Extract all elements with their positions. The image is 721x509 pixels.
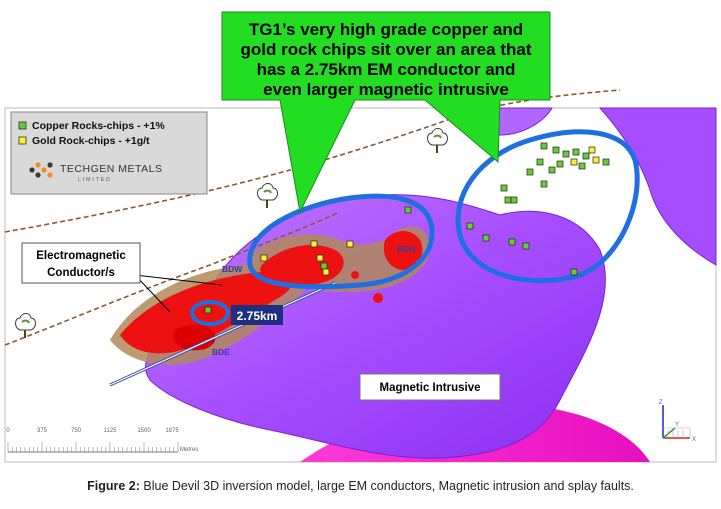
copper-rock-chip-marker xyxy=(570,268,578,276)
logo-subtitle: LIMITED xyxy=(78,177,112,183)
tree-icon xyxy=(427,128,448,153)
orientation-axes-icon xyxy=(662,405,691,439)
copper-rock-chip-marker xyxy=(482,234,490,242)
rock-chip-samples xyxy=(204,142,610,314)
legend-swatch-gold xyxy=(18,136,27,145)
gold-rock-chip-marker xyxy=(570,158,578,166)
label-bde: BDE xyxy=(212,347,230,357)
copper-rock-chip-marker xyxy=(552,146,560,154)
copper-rock-chip-marker xyxy=(540,142,548,150)
gold-rock-chip-marker xyxy=(588,146,596,154)
label-bdn: BDN xyxy=(397,244,415,254)
copper-rock-chip-marker xyxy=(582,152,590,160)
scale-tick-label: 375 xyxy=(37,428,48,434)
callout-line-4: even larger magnetic intrusive xyxy=(263,80,509,99)
copper-rock-chip-marker xyxy=(504,196,512,204)
target-outline-small xyxy=(190,300,230,326)
legend-label-copper: Copper Rocks-chips - +1% xyxy=(32,120,165,132)
copper-rock-chip-marker xyxy=(526,168,534,176)
caption-text: Blue Devil 3D inversion model, large EM … xyxy=(143,479,634,493)
gold-rock-chip-marker xyxy=(346,240,354,248)
gold-rock-chip-marker xyxy=(310,240,318,248)
callout-line-1: TG1’s very high grade copper and xyxy=(249,20,523,39)
copper-rock-chip-marker xyxy=(204,306,212,314)
axis-z-label: Z xyxy=(659,400,663,406)
copper-rock-chip-marker xyxy=(466,222,474,230)
axis-x-label: X xyxy=(692,437,696,443)
copper-rock-chip-marker xyxy=(578,162,586,170)
copper-rock-chip-marker xyxy=(320,262,328,270)
em-conductor-label-box xyxy=(21,242,141,284)
copper-rock-chip-marker xyxy=(500,184,508,192)
copper-rock-chip-marker xyxy=(540,180,548,188)
figure-caption: Figure 2: Blue Devil 3D inversion model,… xyxy=(0,479,721,493)
scale-bar: 0 375 750 1125 1500 1875 Metres xyxy=(6,428,198,453)
scale-unit: Metres xyxy=(180,447,198,453)
legend-box xyxy=(10,111,208,195)
caption-prefix: Figure 2: xyxy=(87,479,140,493)
magnetic-lobe-top-right xyxy=(598,107,717,266)
logo-name: TECHGEN METALS xyxy=(60,163,162,175)
gold-rock-chip-marker xyxy=(592,156,600,164)
copper-rock-chip-marker xyxy=(556,160,564,168)
tree-icon xyxy=(15,313,36,338)
copper-rock-chip-marker xyxy=(536,158,544,166)
scale-tick-label: 1125 xyxy=(104,428,118,434)
scale-tick-label: 1875 xyxy=(165,428,179,434)
scale-tick-label: 750 xyxy=(71,428,82,434)
distance-label-box xyxy=(231,305,283,325)
copper-rock-chip-marker xyxy=(510,196,518,204)
tree-icon xyxy=(257,183,278,208)
distance-label: 2.75km xyxy=(237,309,278,323)
scale-tick-label: 0 xyxy=(6,428,10,434)
axis-y-label: Y xyxy=(675,422,679,428)
magnetic-intrusive-label-box xyxy=(359,373,501,401)
gold-rock-chip-marker xyxy=(322,268,330,276)
copper-rock-chip-marker xyxy=(602,158,610,166)
target-outline-central xyxy=(247,193,435,290)
callout-bubble xyxy=(221,11,551,214)
distance-arrow-inner xyxy=(109,282,336,386)
em-conductor-spot xyxy=(351,271,359,279)
copper-rock-chip-marker xyxy=(548,166,556,174)
copper-rock-chip-marker xyxy=(562,150,570,158)
copper-rock-chip-marker xyxy=(508,238,516,246)
em-conductor-bde xyxy=(173,324,216,351)
em-conductor-bdn xyxy=(383,231,423,271)
callout-line-3: has a 2.75km EM conductor and xyxy=(257,60,516,79)
em-conductor-spot xyxy=(373,293,383,303)
em-label-leader xyxy=(134,274,223,286)
copper-rock-chip-marker xyxy=(404,206,412,214)
magnetic-intrusive-label: Magnetic Intrusive xyxy=(380,382,481,394)
em-label-leader xyxy=(134,274,171,313)
gold-rock-chip-marker xyxy=(260,254,268,262)
copper-rock-chip-marker xyxy=(522,242,530,250)
legend-swatch-copper xyxy=(18,121,27,130)
gold-rock-chip-marker xyxy=(316,254,324,262)
label-bdw: BDW xyxy=(222,264,243,274)
splay-fault-upper xyxy=(4,89,621,233)
scale-tick-label: 1500 xyxy=(137,428,151,434)
copper-rock-chip-marker xyxy=(572,148,580,156)
splay-fault-lower xyxy=(4,211,341,346)
em-conductor-label-line2: Conductor/s xyxy=(47,267,115,279)
callout-line-2: gold rock chips sit over an area that xyxy=(241,40,532,59)
em-conductor-label-line1: Electromagnetic xyxy=(36,250,126,262)
techgen-logo-icon xyxy=(29,162,53,178)
legend-label-gold: Gold Rock-chips - +1g/t xyxy=(32,135,150,147)
